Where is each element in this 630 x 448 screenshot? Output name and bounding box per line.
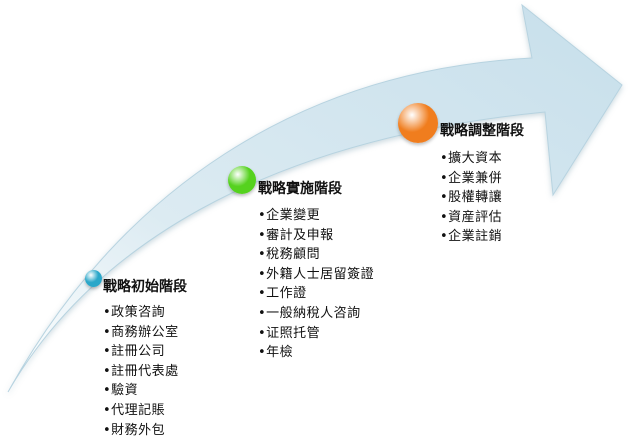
stage-adjustment: 戰略調整階段 •擴大資本 •企業兼併 •股權轉讓 •資産評估 •企業註銷 (440, 122, 524, 247)
stage-item: •稅務顧問 (258, 247, 321, 263)
stage-item: •財務外包 (103, 422, 166, 438)
stage-item: •企業註銷 (440, 229, 503, 245)
stage-item: •擴大資本 (440, 151, 503, 166)
stage-adjustment-items: •擴大資本 •企業兼併 •股權轉讓 •資産評估 •企業註銷 (440, 149, 524, 247)
stage-item: •企業變更 (258, 208, 321, 223)
stage-item: •外籍人士居留簽證 (258, 266, 375, 282)
stage-initial-marker (85, 270, 102, 287)
stage-implementation: 戰略實施階段 •企業變更 •審計及申報 •稅務顧問 •外籍人士居留簽證 •工作證 •一般納… (258, 180, 374, 363)
stage-initial: 戰略初始階段 •政策咨詢 •商務辦公室 •註冊公司 •註冊代表處 •驗資 •代理記賬 •財務… (103, 278, 187, 440)
stage-implementation-items: •企業變更 •審計及申報 •稅務顧問 •外籍人士居留簽證 •工作證 •一般納稅人咨詢 •证照… (258, 206, 374, 363)
stage-implementation-title: 戰略實施階段 (258, 181, 342, 197)
stage-implementation-marker (228, 166, 256, 194)
stage-item: •政策咨詢 (103, 305, 166, 320)
stage-item: •驗資 (103, 383, 139, 399)
stage-item: •審計及申報 (258, 227, 334, 243)
stage-item: •年檢 (258, 345, 294, 361)
stage-item: •註冊公司 (103, 344, 166, 360)
stage-item: •一般納稅人咨詢 (258, 305, 361, 321)
stage-item: •企業兼併 (440, 170, 503, 186)
stage-item: •註冊代表處 (103, 363, 179, 379)
stage-item: •代理記賬 (103, 402, 166, 418)
stage-item: •工作證 (258, 286, 307, 302)
stage-item: •证照托管 (258, 325, 321, 341)
stage-item: •資産評估 (440, 209, 503, 225)
stage-initial-title: 戰略初始階段 (103, 279, 187, 295)
stage-item: •商務辦公室 (103, 324, 179, 340)
growth-arrow-shape (7, 3, 623, 393)
stage-adjustment-title: 戰略調整階段 (440, 123, 524, 139)
stage-initial-items: •政策咨詢 •商務辦公室 •註冊公司 •註冊代表處 •驗資 •代理記賬 •財務外包 (103, 303, 187, 440)
stage-adjustment-marker (398, 103, 438, 143)
stage-item: •股權轉讓 (440, 190, 503, 206)
